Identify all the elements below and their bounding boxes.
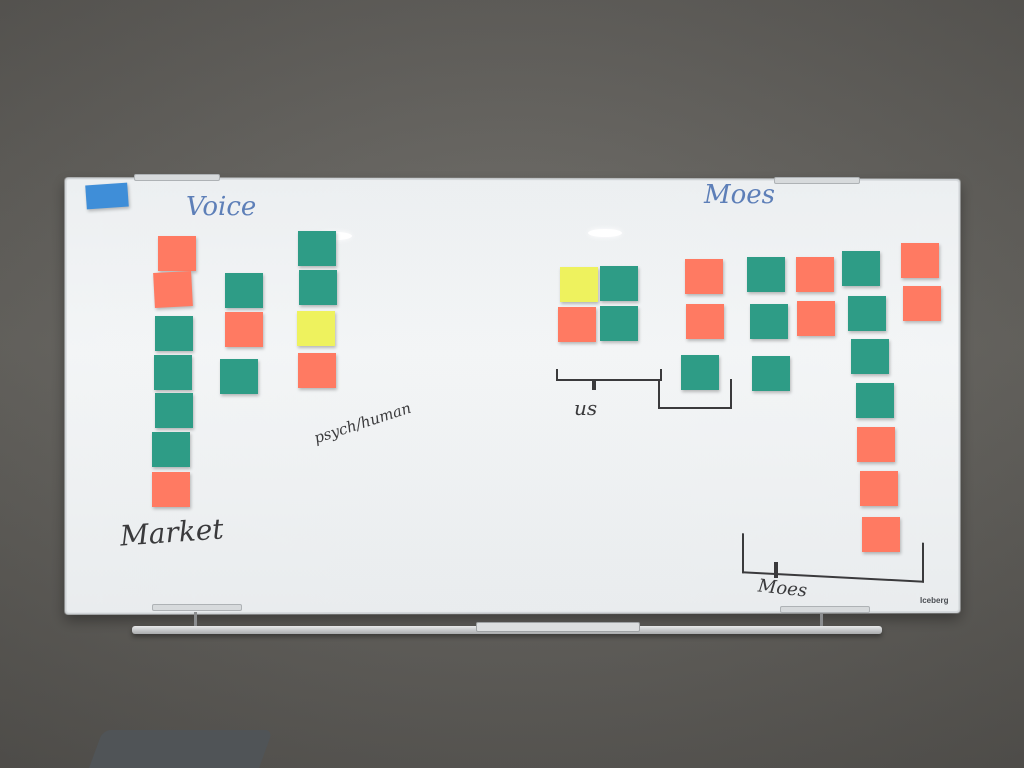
sticky-note-teal bbox=[155, 316, 193, 351]
sticky-note-coral bbox=[903, 286, 941, 321]
sticky-note-coral bbox=[901, 243, 939, 278]
sticky-note-teal bbox=[299, 270, 337, 305]
sticky-note-teal bbox=[155, 393, 193, 428]
sticky-note-coral bbox=[158, 236, 196, 271]
brand-logo: Iceberg bbox=[920, 596, 948, 605]
sticky-note-coral bbox=[857, 427, 895, 462]
sticky-note-teal bbox=[747, 257, 785, 292]
sticky-note-teal bbox=[842, 251, 880, 286]
sticky-note-teal bbox=[152, 432, 190, 467]
sticky-note-teal bbox=[851, 339, 889, 374]
sticky-note-teal bbox=[225, 273, 263, 308]
sticky-note-coral bbox=[298, 353, 336, 388]
sticky-note-coral bbox=[225, 312, 263, 347]
label-voice: Voice bbox=[186, 192, 256, 222]
board-clip bbox=[152, 604, 242, 611]
sticky-note-teal bbox=[600, 306, 638, 341]
sticky-note-blue bbox=[85, 183, 129, 210]
light-reflection bbox=[588, 229, 622, 237]
tray-post bbox=[820, 613, 823, 627]
sticky-note-teal bbox=[600, 266, 638, 301]
sticky-note-coral bbox=[558, 307, 596, 342]
sticky-note-yellow bbox=[297, 311, 335, 346]
bracket-us-left bbox=[556, 369, 662, 381]
sticky-note-teal bbox=[681, 355, 719, 390]
sticky-note-teal bbox=[220, 359, 258, 394]
sticky-note-teal bbox=[848, 296, 886, 331]
sticky-note-coral bbox=[797, 301, 835, 336]
sticky-note-teal bbox=[750, 304, 788, 339]
bracket-moes-stem bbox=[774, 562, 778, 578]
bracket-us-stem bbox=[592, 380, 596, 390]
sticky-note-teal bbox=[856, 383, 894, 418]
sticky-note-coral bbox=[152, 472, 190, 507]
tray-post bbox=[194, 612, 197, 626]
sticky-note-coral bbox=[860, 471, 898, 506]
sticky-note-teal bbox=[752, 356, 790, 391]
sticky-note-yellow bbox=[560, 267, 598, 302]
sticky-note-coral bbox=[862, 517, 900, 552]
label-us: us bbox=[574, 396, 597, 420]
board-clip bbox=[774, 177, 860, 184]
sticky-note-teal bbox=[154, 355, 192, 390]
board-clip bbox=[134, 174, 220, 181]
sticky-note-coral bbox=[796, 257, 834, 292]
board-clip bbox=[780, 606, 870, 613]
chair-back bbox=[89, 730, 273, 768]
sticky-note-coral bbox=[686, 304, 724, 339]
eraser bbox=[476, 622, 640, 632]
label-moes-top: Moes bbox=[704, 180, 775, 210]
sticky-note-coral bbox=[153, 271, 193, 308]
sticky-note-teal bbox=[298, 231, 336, 266]
sticky-note-coral bbox=[685, 259, 723, 294]
